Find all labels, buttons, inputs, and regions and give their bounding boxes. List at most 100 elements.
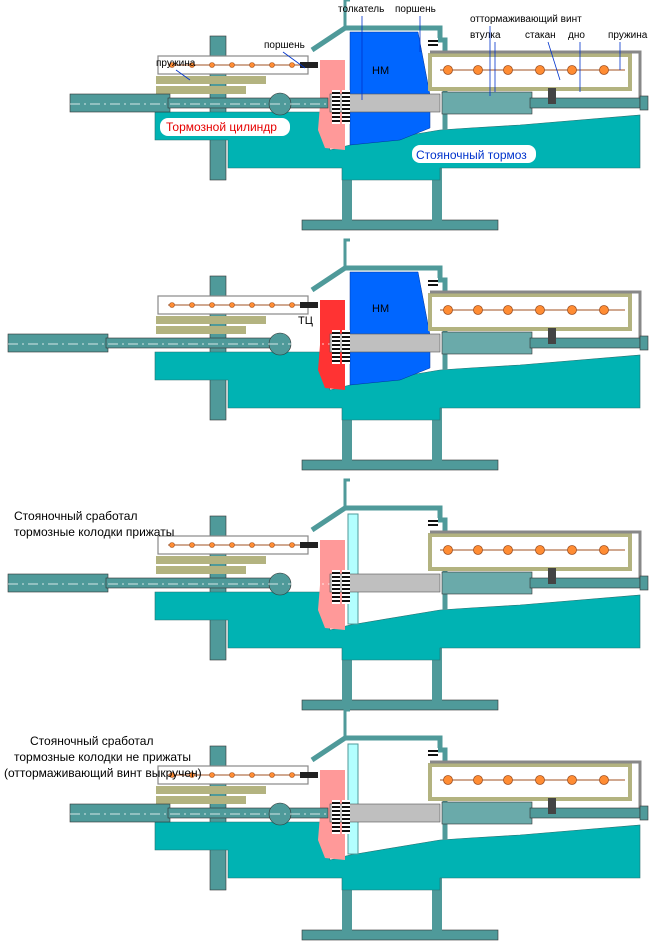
spring-coil-left [189, 302, 195, 308]
label-piston-left: поршень [264, 40, 305, 51]
spring-coil-left [169, 542, 175, 548]
spring-coil-right [443, 775, 453, 785]
nm-chamber [349, 31, 431, 146]
pusher [329, 573, 441, 593]
piston-seal-left [300, 302, 318, 308]
housing-neck [343, 0, 350, 28]
label-bg [412, 145, 536, 163]
release-screw [529, 97, 641, 109]
spring-coil-right [473, 775, 483, 785]
top-seal [428, 278, 438, 288]
spring-coil-left [269, 302, 275, 308]
base-plate [301, 459, 499, 471]
pushrod-left-shaft [167, 97, 329, 109]
spring-coil-left [169, 772, 175, 778]
spring-coil-left [289, 302, 295, 308]
spring-cup-outer [430, 760, 642, 810]
spring-coil-right [473, 305, 483, 315]
spring-coil-left [189, 542, 195, 548]
housing-neck [343, 708, 350, 738]
brake-panel-4 [69, 708, 649, 941]
label-sleeve: втулка [470, 30, 501, 41]
label-spring-right: пружина [608, 30, 648, 41]
spring-coil-left [229, 302, 235, 308]
right-leg [432, 630, 442, 702]
pushrod-left-shaft [167, 807, 329, 819]
right-leg [432, 150, 442, 222]
piston-seal-left [300, 62, 318, 68]
spring-coil-right [567, 775, 577, 785]
label-spring-left: пружина [156, 58, 196, 69]
label-nm-2: НМ [372, 303, 389, 315]
caption-state4-line1: Стояночный сработал [30, 734, 153, 748]
brake-panel-3 [7, 478, 649, 711]
piston-seal [332, 330, 340, 364]
pushrod-left-shaft [105, 577, 285, 589]
right-leg [432, 860, 442, 932]
sleeve [441, 571, 533, 595]
spring-coil-right [535, 65, 545, 75]
spring-coil-right [503, 545, 513, 555]
piston-seal [332, 570, 340, 604]
housing-neck [343, 478, 350, 508]
release-screw [529, 337, 641, 349]
label-tc: ТЦ [298, 315, 313, 327]
spring-coil-right [599, 65, 609, 75]
spring-coil-right [599, 775, 609, 785]
spring-coil-right [473, 65, 483, 75]
screw-head [639, 805, 649, 821]
spring-coil-left [209, 302, 215, 308]
guide-left [156, 316, 266, 324]
spring-coil-right [567, 545, 577, 555]
label-parking-brake-text: Стояночный тормоз [416, 148, 527, 162]
brake-panel-1 [69, 0, 649, 231]
label-brake-cylinder-text: Тормозной цилиндр [166, 120, 277, 134]
guide-left-2 [156, 86, 246, 94]
nm-chamber [347, 513, 359, 625]
label-nm-1: НМ [372, 65, 389, 77]
spring-coil-left [269, 62, 275, 68]
spring-cup [428, 293, 632, 331]
top-seal [428, 38, 438, 48]
pushrod-left [7, 573, 109, 593]
guide-left-2 [156, 326, 246, 334]
pusher [329, 93, 441, 113]
top-seal [428, 748, 438, 758]
release-screw [529, 577, 641, 589]
sleeve [441, 801, 533, 825]
spring-coil-right [443, 305, 453, 315]
caption-state4-line3: (оттормаживающий винт выкручен) [4, 766, 202, 780]
spring-coil-left [189, 62, 195, 68]
screw-nut [548, 798, 556, 814]
label-pusher: толкатель [338, 4, 384, 15]
screw-nut [548, 88, 556, 104]
piston-seal-left [300, 542, 318, 548]
spring-cup [428, 533, 632, 571]
spring-cup-outer [430, 290, 642, 340]
label-parking-brake: Стояночный тормоз [412, 145, 536, 163]
base-plate [301, 219, 499, 231]
piston-seal [342, 800, 350, 834]
pushrod-left [7, 333, 109, 353]
spring-coil-right [535, 775, 545, 785]
spring-coil-left [229, 62, 235, 68]
sleeve [441, 91, 533, 115]
leader-line [282, 51, 306, 69]
spring-coil-right [535, 545, 545, 555]
brake-panel-2 [7, 238, 649, 471]
guide-left [156, 76, 266, 84]
spring-coil-right [503, 65, 513, 75]
spring-coil-left [209, 542, 215, 548]
guide-left [156, 556, 266, 564]
screw-head [639, 575, 649, 591]
caption-state3-line1: Стояночный сработал [14, 509, 137, 523]
spring-coil-left [229, 772, 235, 778]
top-seal [428, 518, 438, 528]
leader-line [547, 41, 561, 81]
guide-left-2 [156, 566, 246, 574]
left-leg [342, 150, 352, 222]
spring-coil-right [473, 545, 483, 555]
caption-state3-line2: тормозные колодки прижаты [14, 525, 174, 539]
spring-coil-left [269, 542, 275, 548]
